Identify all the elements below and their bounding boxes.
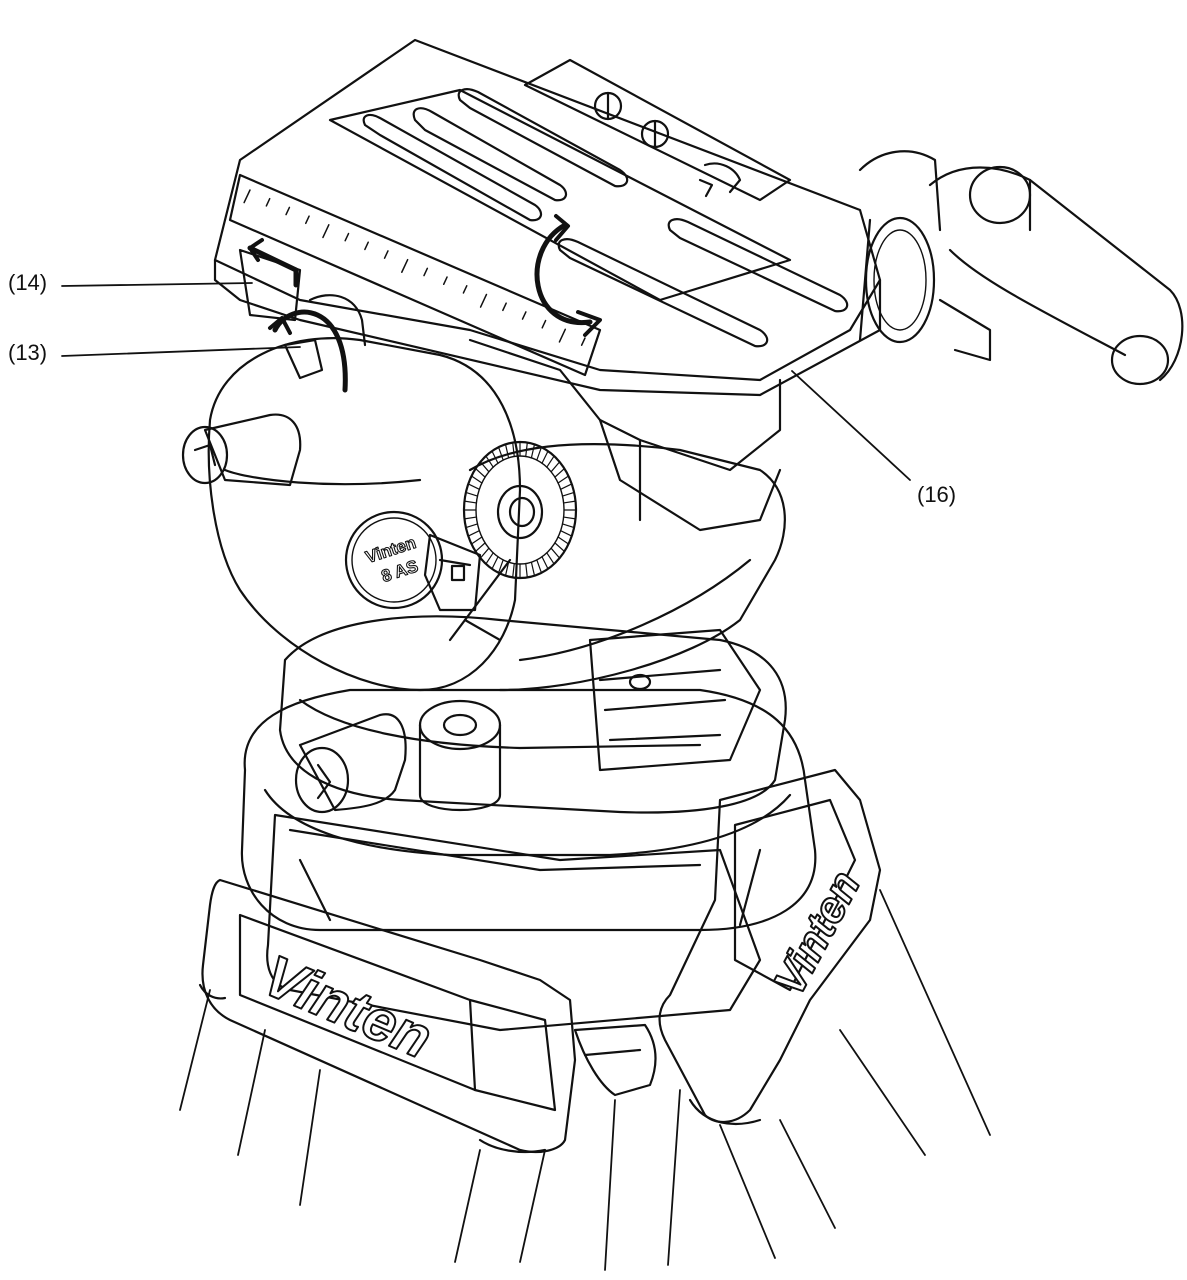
brand-plate-left-text: Vinten [254,943,441,1071]
gear-tooth [504,561,510,577]
gear-tooth [550,547,561,559]
scale-tick [401,258,409,273]
gear-tooth [463,500,477,504]
callout-label-16: (16) [917,482,957,507]
gear-tooth [561,491,575,497]
side-knob-left [181,413,302,487]
gear-tooth [485,455,494,468]
gear-tooth [530,443,536,459]
gear-tooth [479,547,490,559]
brand-plate-right-text: Vinten [764,863,870,1003]
gear-tooth [560,483,573,490]
gear-tooth [525,562,528,579]
gear-tooth [525,441,528,458]
gear-tooth [465,491,479,497]
scale-tick [322,224,330,239]
tilt-housing [207,337,522,692]
gear-tooth [491,450,499,464]
pan-bar-clamp [858,150,992,362]
rotate-arrow-13 [268,309,348,393]
front-knob [294,713,407,814]
scale-tick [344,232,350,242]
leader-lines [61,282,911,481]
gear-tooth [561,523,575,529]
gear-tooth [463,516,477,520]
gear-tooth [554,542,566,552]
gear-tooth [554,468,566,478]
scale-tick [305,215,310,225]
gear-tooth [560,530,573,537]
tripod-legs [179,889,991,1271]
gear-tooth [504,443,510,459]
gear-tooth [512,562,515,579]
scale-tick [479,293,488,308]
center-body [266,813,762,1032]
scale-tick [243,189,251,204]
gear-tooth [563,516,577,520]
quick-release-plate [523,58,792,202]
gear-tooth [546,455,555,468]
center-column-knob [418,699,502,811]
scale-tick [502,302,507,312]
platform-slots [328,88,849,348]
callout-label-13: (13) [8,340,48,365]
gear-tooth [497,446,504,461]
scale-tick [521,311,527,320]
leader-line-14 [61,282,253,287]
gear-tooth [557,475,570,484]
platform-scale [228,173,602,377]
gear-tooth [557,536,570,545]
scale-tick [383,250,389,259]
gear-tooth [536,559,543,574]
gear-tooth [479,461,490,473]
gear-tooth [467,483,480,490]
gear-tooth [563,500,577,504]
gear-tooth [497,559,504,574]
gear-tooth [541,450,549,464]
gear-tooth [467,530,480,537]
rotate-arrow-platform [534,214,602,337]
tripod-spider [240,688,817,1097]
callout-label-14: (14) [8,270,48,295]
left-leg-clamp [198,878,577,1154]
tilt-lock-lever [423,533,502,642]
scale-tick [541,319,547,329]
scale-tick [423,267,429,277]
gear-tooth [474,542,486,552]
gear-tooth [470,475,483,484]
pan-bar [928,165,1184,386]
leader-line-16 [791,370,911,481]
scale-tick [364,241,369,251]
gear-tooth [474,468,486,478]
right-leg-clamp [658,768,882,1126]
scale-tick [442,276,448,286]
gear-tooth [470,536,483,545]
drag-gear-wheel [462,440,578,580]
pan-base [278,615,787,814]
upper-dome [468,442,786,692]
scale-tick [285,206,291,216]
gear-tooth [512,441,515,458]
gear-tooth [491,556,499,570]
gear-tooth [485,552,494,565]
scale-tick [580,337,586,346]
gear-tooth [465,523,479,529]
gear-tooth [530,561,536,577]
gear-tooth [546,552,555,565]
scale-tick [265,197,271,207]
leader-line-13 [61,346,301,357]
scale-tick [462,285,468,294]
gear-tooth [541,556,549,570]
gear-tooth [550,461,561,473]
platform-lock-lever [238,248,367,380]
scale-tick [558,328,567,343]
gear-tooth [536,446,543,461]
